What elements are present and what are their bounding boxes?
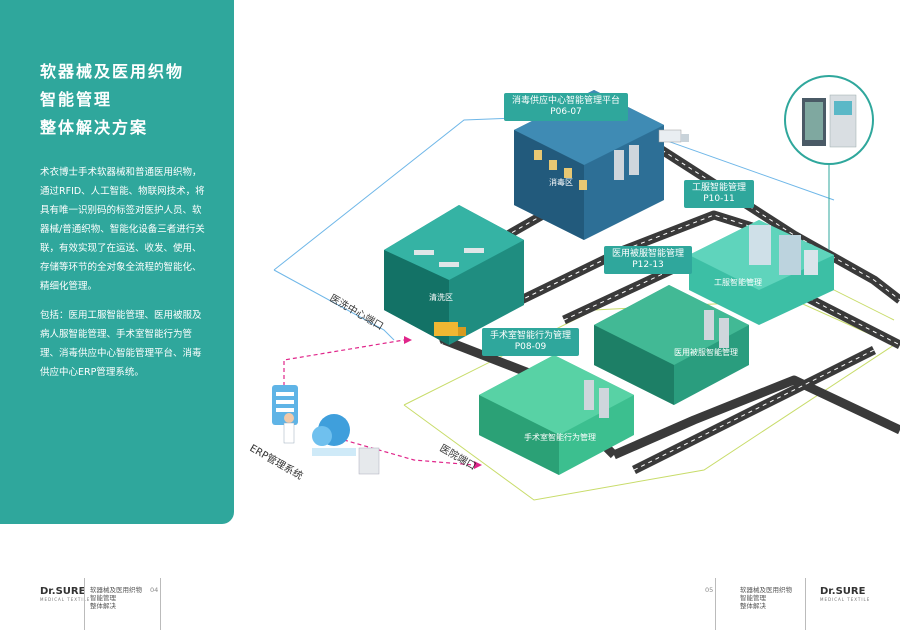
footer-line: 软器械及医用织物 bbox=[90, 586, 142, 594]
room-label-uniform: 工服智能管理 bbox=[714, 277, 762, 287]
bedding-room bbox=[594, 285, 749, 405]
logo-subtext: MEDICAL TEXTILE bbox=[40, 597, 91, 602]
logo-text: Dr.SURE bbox=[820, 586, 866, 597]
wash-center-port-label: 医洗中心端口 bbox=[328, 291, 386, 332]
footer-line: 智能管理 bbox=[740, 594, 766, 602]
solution-diagram: 消毒区 清洗区 工服智能管理 医用被服智能管理 bbox=[234, 0, 900, 524]
callout-title: 手术室智能行为管理 bbox=[490, 331, 572, 341]
callout-title: 工服智能管理 bbox=[692, 183, 747, 193]
erp-flow-line-2 bbox=[343, 439, 475, 466]
delivery-truck-icon bbox=[434, 322, 466, 336]
blue-boundary-line-2 bbox=[273, 269, 395, 341]
footer-line: 整体解决 bbox=[90, 602, 116, 610]
divider bbox=[160, 578, 161, 630]
left-footer-text: 软器械及医用织物 智能管理 整体解决 bbox=[90, 586, 142, 610]
erp-system-label: ERP管理系统 bbox=[248, 441, 306, 482]
room-label-surgery: 手术室智能行为管理 bbox=[524, 432, 596, 442]
isometric-illustration: 消毒区 清洗区 工服智能管理 医用被服智能管理 bbox=[248, 75, 900, 501]
title-line-3: 整体解决方案 bbox=[40, 118, 149, 137]
callout-disinfection-platform: 消毒供应中心智能管理平台 P06-07 bbox=[504, 93, 629, 121]
logo-text: Dr.SURE bbox=[40, 586, 86, 597]
logo-subtext: MEDICAL TEXTILE bbox=[820, 597, 871, 602]
footer-line: 软器械及医用织物 bbox=[740, 586, 792, 594]
erp-flow-line bbox=[283, 339, 405, 400]
uniform-room bbox=[689, 220, 834, 325]
scope-paragraph: 包括：医用工服智能管理、医用被服及病人服智能管理、手术室智能行为管理、消毒供应中… bbox=[40, 310, 202, 378]
cleaning-room bbox=[384, 205, 524, 345]
callout-title: 消毒供应中心智能管理平台 bbox=[512, 96, 621, 106]
callout-page: P06-07 bbox=[550, 107, 582, 117]
divider bbox=[84, 578, 85, 630]
left-page-number: 04 bbox=[150, 586, 159, 594]
footer-line: 智能管理 bbox=[90, 594, 116, 602]
divider bbox=[715, 578, 716, 630]
callout-surgery-management: 手术室智能行为管理 P08-09 bbox=[482, 328, 580, 356]
callout-page: P12-13 bbox=[632, 260, 664, 270]
right-page-number: 05 bbox=[705, 586, 714, 594]
truck-icon bbox=[658, 129, 689, 143]
callout-title: 医用被服智能管理 bbox=[612, 249, 685, 259]
intro-panel: 软器械及医用织物 智能管理 整体解决方案 术衣博士手术软器械和普通医用织物，通过… bbox=[0, 0, 234, 524]
room-label-disinfect: 消毒区 bbox=[549, 177, 573, 187]
page-title: 软器械及医用织物 智能管理 整体解决方案 bbox=[40, 58, 184, 142]
callout-page: P10-11 bbox=[703, 194, 735, 204]
right-logo: Dr.SURE MEDICAL TEXTILE bbox=[820, 586, 870, 602]
callout-uniform-management: 工服智能管理 P10-11 bbox=[684, 180, 755, 208]
room-label-bedding: 医用被服智能管理 bbox=[674, 347, 738, 357]
room-label-clean: 清洗区 bbox=[429, 292, 453, 302]
divider bbox=[805, 578, 806, 630]
disinfection-room bbox=[514, 90, 664, 240]
erp-system-graphic bbox=[272, 385, 380, 475]
callout-bedding-management: 医用被服智能管理 P12-13 bbox=[604, 246, 693, 274]
left-logo: Dr.SURE MEDICAL TEXTILE bbox=[40, 586, 90, 602]
smart-cabinet-graphic bbox=[784, 75, 874, 250]
intro-paragraph: 术衣博士手术软器械和普通医用织物，通过RFID、人工智能、物联网技术，将具有唯一… bbox=[40, 167, 205, 292]
footer-line: 整体解决 bbox=[740, 602, 766, 610]
surgery-room bbox=[479, 355, 634, 475]
hospital-port-label: 医院端口 bbox=[438, 441, 479, 472]
right-footer-text: 软器械及医用织物 智能管理 整体解决 bbox=[740, 586, 792, 610]
callout-page: P08-09 bbox=[514, 342, 547, 352]
page-footer: Dr.SURE MEDICAL TEXTILE 软器械及医用织物 智能管理 整体… bbox=[0, 578, 900, 632]
title-line-1: 软器械及医用织物 bbox=[40, 62, 185, 81]
title-line-2: 智能管理 bbox=[40, 90, 113, 109]
